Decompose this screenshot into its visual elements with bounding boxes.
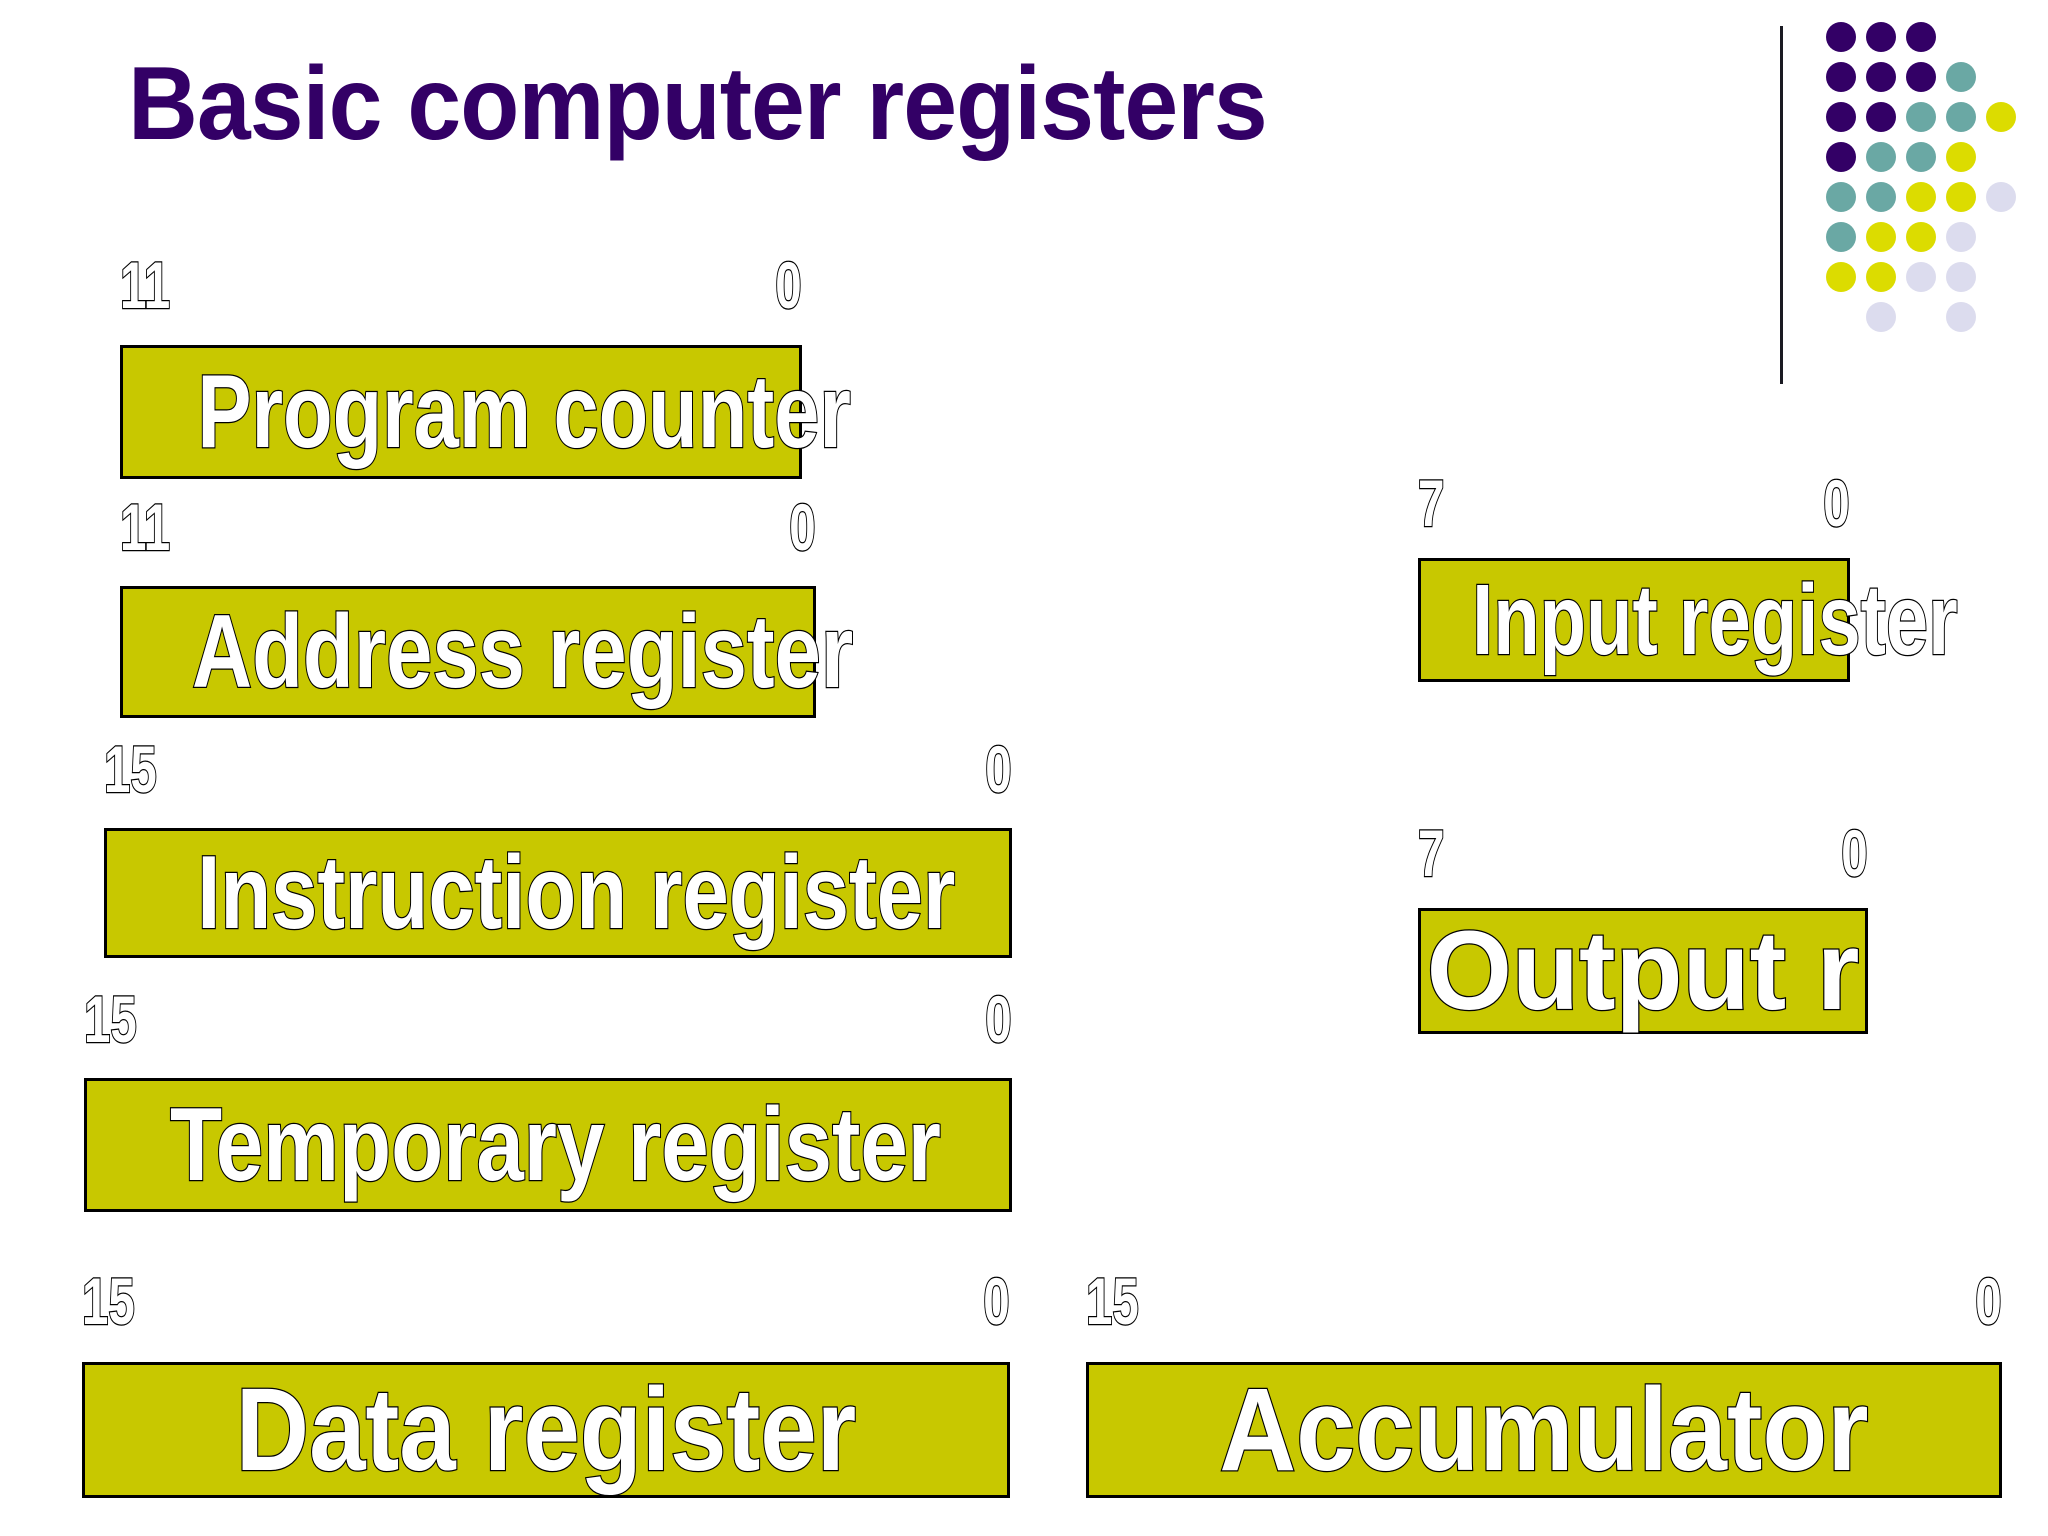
bit-label-lsb: 0 <box>985 732 1013 806</box>
register-name-accumulator: Accumulator <box>1218 1363 1869 1496</box>
register-box-instruction-register[interactable]: Instruction register <box>104 828 1012 958</box>
logo-dot-yellow <box>1826 262 1856 292</box>
bit-label-msb: 11 <box>119 490 171 564</box>
register-box-input-register[interactable]: Input register <box>1418 558 1959 682</box>
register-name-instruction-register: Instruction register <box>196 834 956 951</box>
register-name-program-counter: Program counter <box>196 353 852 470</box>
bit-label-msb: 11 <box>119 248 171 322</box>
logo-dot-purple <box>1826 22 1856 52</box>
logo-dot-teal <box>1906 142 1936 172</box>
logo-dot-yellow <box>1866 262 1896 292</box>
logo-dot-purple <box>1866 22 1896 52</box>
bit-label-lsb: 0 <box>789 490 817 564</box>
register-box-data-register[interactable]: Data register <box>82 1362 1010 1498</box>
logo-dot-yellow <box>1946 142 1976 172</box>
logo-dot-grid-icon <box>1826 22 2036 352</box>
logo-dot-lavender <box>1906 262 1936 292</box>
logo-dot-yellow <box>1866 222 1896 252</box>
register-name-temporary-register: Temporary register <box>169 1086 942 1203</box>
register-name-data-register: Data register <box>235 1363 858 1496</box>
bit-label-msb: 7 <box>1417 466 1445 540</box>
logo-dot-lavender <box>1946 302 1976 332</box>
register-name-address-register: Address register <box>191 593 854 710</box>
bit-label-msb: 15 <box>103 732 158 806</box>
register-name-input-register: Input register <box>1471 564 1959 676</box>
logo-dot-purple <box>1906 62 1936 92</box>
logo-dot-yellow <box>1986 102 2016 132</box>
bit-label-msb: 15 <box>81 1264 136 1338</box>
logo-dot-purple <box>1826 142 1856 172</box>
register-box-program-counter[interactable]: Program counter <box>120 345 852 479</box>
logo-dot-teal <box>1946 102 1976 132</box>
logo-dot-teal <box>1826 222 1856 252</box>
logo-divider-rule <box>1780 26 1783 384</box>
logo-dot-purple <box>1866 62 1896 92</box>
logo-dot-teal <box>1946 62 1976 92</box>
logo-dot-purple <box>1906 22 1936 52</box>
register-box-temporary-register[interactable]: Temporary register <box>84 1078 1012 1212</box>
logo-dot-purple <box>1866 102 1896 132</box>
register-name-output-register: Output r <box>1425 907 1860 1033</box>
bit-label-msb: 15 <box>1085 1264 1140 1338</box>
logo-dot-teal <box>1866 142 1896 172</box>
logo-dot-lavender <box>1866 302 1896 332</box>
bit-label-lsb: 0 <box>1975 1264 2003 1338</box>
logo-dot-purple <box>1826 102 1856 132</box>
register-box-output-register[interactable]: Output r <box>1418 908 1868 1034</box>
bit-label-lsb: 0 <box>775 248 803 322</box>
logo-dot-purple <box>1826 62 1856 92</box>
bit-label-msb: 7 <box>1417 816 1445 890</box>
logo-dot-yellow <box>1946 182 1976 212</box>
page-title: Basic computer registers <box>128 46 1268 162</box>
logo-dot-teal <box>1826 182 1856 212</box>
bit-label-lsb: 0 <box>985 982 1013 1056</box>
register-box-accumulator[interactable]: Accumulator <box>1086 1362 2002 1498</box>
bit-label-lsb: 0 <box>983 1264 1011 1338</box>
bit-label-msb: 15 <box>83 982 138 1056</box>
logo-dot-yellow <box>1906 182 1936 212</box>
logo-dot-teal <box>1906 102 1936 132</box>
logo-dot-teal <box>1866 182 1896 212</box>
logo-dot-lavender <box>1946 262 1976 292</box>
bit-label-lsb: 0 <box>1823 466 1851 540</box>
logo-dot-yellow <box>1906 222 1936 252</box>
bit-label-lsb: 0 <box>1841 816 1869 890</box>
logo-dot-lavender <box>1946 222 1976 252</box>
register-box-address-register[interactable]: Address register <box>120 586 854 718</box>
logo-dot-lavender <box>1986 182 2016 212</box>
